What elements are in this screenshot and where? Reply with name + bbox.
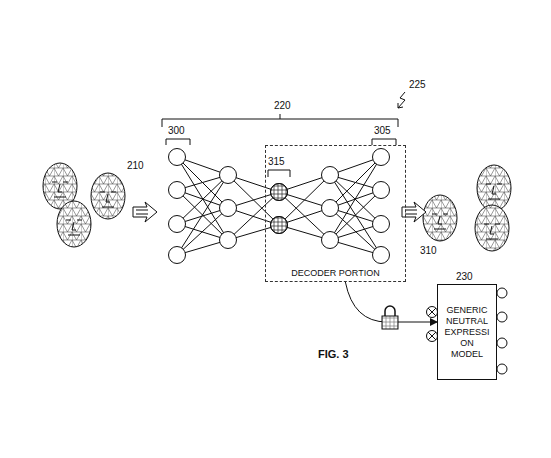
callout-number: 300 xyxy=(168,125,185,137)
region-label: DECODER PORTION xyxy=(266,268,405,279)
face-mesh xyxy=(91,173,125,219)
callout-number: 305 xyxy=(374,125,391,137)
decoder-portion-region: DECODER PORTION xyxy=(265,145,406,282)
neural-network xyxy=(169,149,390,264)
face-mesh xyxy=(477,165,511,211)
callout-number: 220 xyxy=(274,100,291,112)
face-mesh xyxy=(57,201,91,247)
bracket-300 xyxy=(166,139,190,145)
face-meshes xyxy=(43,163,511,251)
callout-number: 210 xyxy=(127,160,144,172)
figure-caption: FIG. 3 xyxy=(318,348,349,360)
lock-icon xyxy=(382,306,398,329)
box-text: GENERIC NEUTRAL EXPRESSI ON MODEL xyxy=(444,305,490,360)
face-mesh xyxy=(423,195,457,241)
callout-number: 225 xyxy=(409,79,426,91)
face-mesh xyxy=(475,205,509,251)
block-arrow-in xyxy=(133,202,157,222)
brackets xyxy=(162,92,405,177)
callout-number: 315 xyxy=(268,156,285,168)
callout-number: 310 xyxy=(420,245,437,257)
model-box: 230GENERIC NEUTRAL EXPRESSI ON MODEL xyxy=(437,284,497,380)
lightning-arrow xyxy=(398,92,405,108)
block-arrow-out-lines xyxy=(405,210,417,214)
block-arrow-in-lines xyxy=(136,210,148,214)
bracket-315 xyxy=(268,170,290,177)
bracket-220 xyxy=(162,114,398,127)
callout-number: 230 xyxy=(456,271,473,283)
